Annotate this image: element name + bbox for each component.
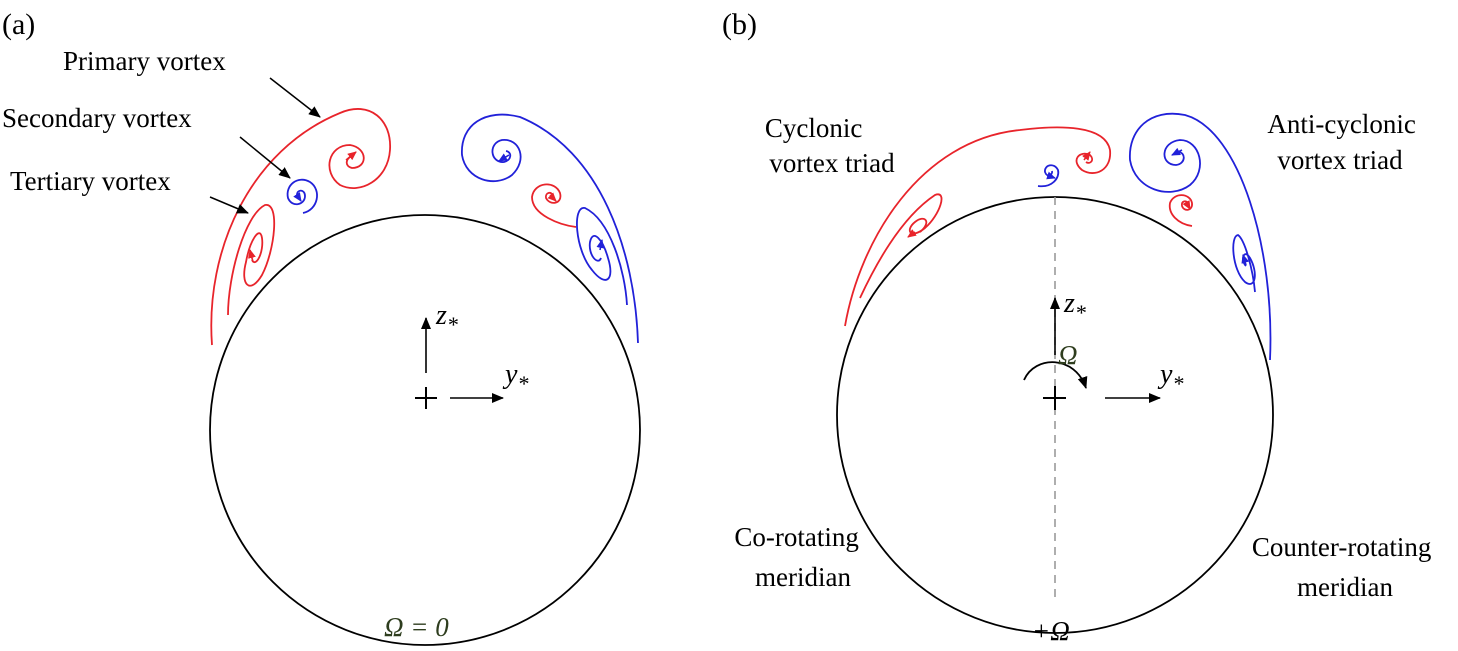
cyclonic-tertiary-arrow (907, 229, 917, 238)
primary-vortex-label: Primary vortex (63, 46, 226, 76)
tertiary-vortex-arrow (248, 249, 256, 263)
center-cross-a (415, 387, 437, 409)
secondary-vortex-arrow (293, 192, 302, 202)
z-axis-label-a: z* (435, 300, 458, 337)
anticyclonic-tertiary-blue (1232, 234, 1256, 293)
omega-symbol: Ω (1058, 340, 1078, 370)
cyclonic-secondary-arrow (1046, 171, 1056, 180)
z-axis-label-b: z* (1063, 288, 1086, 325)
secondary-vortex-label: Secondary vortex (2, 103, 192, 133)
blue-tertiary-arrow (596, 239, 605, 251)
anticyclonic-triad-label: Anti-cyclonic vortex triad (1267, 109, 1422, 175)
center-cross-b (1043, 386, 1066, 410)
cyclonic-primary-arrow (1082, 151, 1091, 161)
rotation-arc (1023, 361, 1088, 389)
corotating-meridian-label: Co-rotating meridian (734, 522, 865, 592)
panel-a-label: (a) (2, 8, 35, 41)
omega-bottom-label: +Ω (1032, 616, 1070, 646)
tertiary-vortex-red (227, 204, 276, 316)
secondary-vortex-pointer (239, 136, 291, 179)
primary-vortex-envelope-blue (461, 113, 639, 344)
anticyclonic-secondary-red (1168, 194, 1193, 227)
anticyclonic-primary-arrow (1171, 147, 1183, 156)
counterrotating-meridian-label: Counter-rotating meridian (1252, 532, 1438, 602)
tertiary-vortex-label: Tertiary vortex (10, 166, 171, 196)
cyclonic-tertiary-red (859, 193, 943, 299)
cyclonic-triad-label: Cyclonic vortex triad (765, 113, 895, 178)
omega-zero-caption: Ω = 0 (384, 612, 449, 642)
secondary-vortex-red-right (531, 183, 577, 228)
blue-primary-arrow (498, 153, 510, 162)
tertiary-vortex-blue-right (576, 207, 628, 306)
cyclonic-secondary-blue (1037, 164, 1060, 188)
tertiary-vortex-pointer (209, 196, 249, 214)
red-right-arrow (547, 192, 557, 202)
y-axis-label-b: y* (1157, 359, 1183, 396)
panel-b: (b) z* y* Ω Cyclonic (722, 8, 1438, 646)
panel-b-label: (b) (722, 8, 757, 41)
anticyclonic-tertiary-arrow (1241, 254, 1250, 266)
primary-vortex-envelope-red (210, 108, 391, 346)
anticyclonic-vortex-envelope-blue (1129, 112, 1272, 361)
sphere-outline-a (209, 214, 641, 646)
primary-vortex-pointer (269, 77, 321, 118)
panel-a: (a) z* y* Primary vortex Secondary vor (2, 8, 641, 646)
anticyclonic-secondary-arrow (1182, 200, 1191, 210)
primary-vortex-spiral-arrow (345, 151, 357, 161)
y-axis-label-a: y* (502, 359, 528, 396)
secondary-vortex-blue (286, 178, 318, 214)
